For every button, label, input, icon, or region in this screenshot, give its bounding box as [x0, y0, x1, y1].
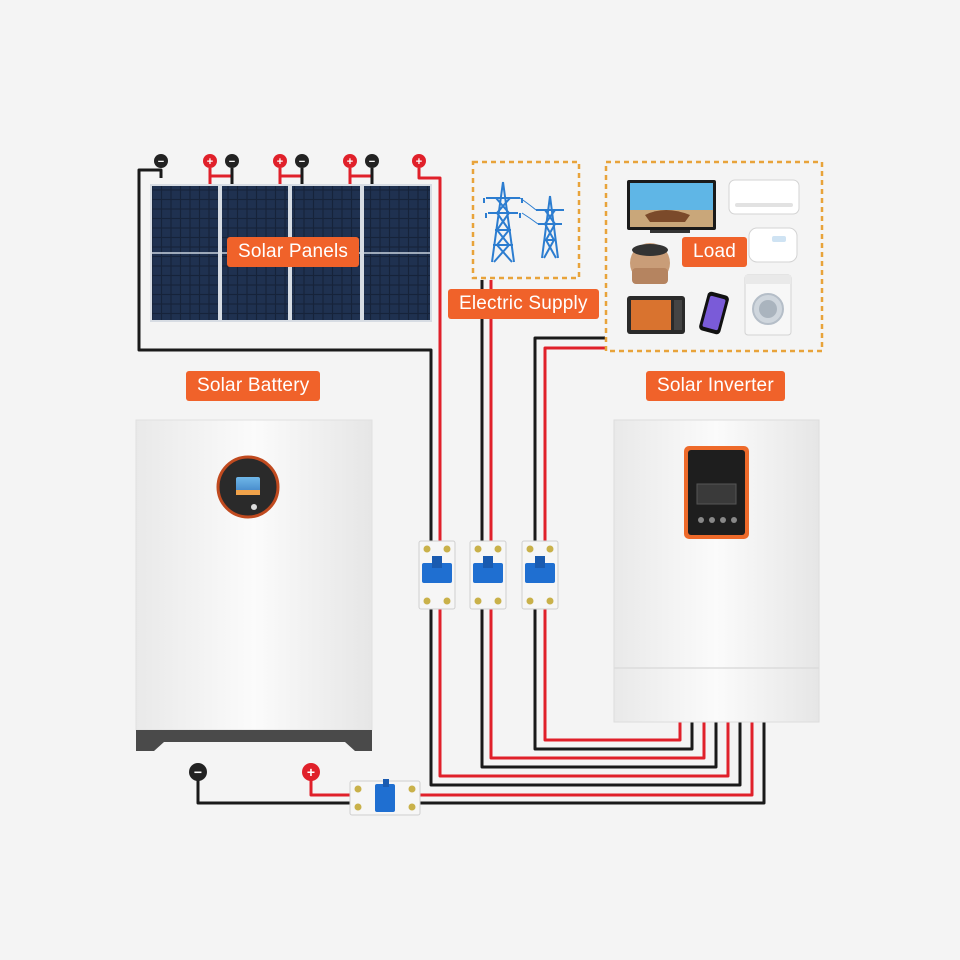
svg-text:+: + [277, 156, 283, 168]
circuit-breaker-icon [418, 540, 456, 610]
circuit-breaker-icon [349, 779, 421, 816]
svg-text:−: − [158, 156, 164, 168]
inverter-display [684, 446, 749, 539]
load-label: Load [682, 237, 748, 267]
terminal-positive: + [412, 154, 426, 168]
solar-panels-label: Solar Panels [227, 237, 360, 267]
washing-machine-icon [744, 274, 792, 336]
electric-supply-box [471, 160, 581, 280]
solar-panel-array [150, 184, 432, 322]
terminal-negative: − [154, 154, 168, 168]
circuit-breaker-icon [521, 540, 559, 610]
load-box [604, 160, 824, 353]
svg-text:−: − [194, 764, 202, 780]
solar-battery-label: Solar Battery [186, 371, 321, 401]
wiring [137, 168, 766, 805]
terminal-positive: + [273, 154, 287, 168]
smartphone-icon [699, 291, 729, 335]
svg-text:+: + [347, 156, 353, 168]
solar-panel-icon [362, 184, 432, 322]
svg-text:−: − [369, 156, 375, 168]
svg-text:+: + [207, 156, 213, 168]
solar-battery-unit: − + [135, 419, 373, 781]
terminal-negative: − [189, 763, 207, 781]
microwave-oven-icon [627, 296, 685, 334]
terminal-positive: + [203, 154, 217, 168]
power-tower-icon [483, 181, 564, 263]
solar-inverter-unit [613, 419, 820, 723]
electric-supply-label: Electric Supply [448, 289, 599, 319]
terminal-negative: − [225, 154, 239, 168]
battery-display [216, 455, 280, 519]
svg-text:−: − [229, 156, 235, 168]
terminal-positive: + [302, 763, 320, 781]
terminal-negative: − [365, 154, 379, 168]
water-heater-icon [748, 227, 798, 263]
breaker-array [349, 540, 559, 816]
terminal-positive: + [343, 154, 357, 168]
circuit-breaker-icon [469, 540, 507, 610]
solar-inverter-label: Solar Inverter [646, 371, 785, 401]
panel-terminals: − + − + − + − + [154, 154, 426, 168]
svg-text:+: + [307, 764, 315, 780]
rice-cooker-icon [630, 243, 670, 284]
solar-panel-icon [150, 184, 220, 322]
svg-text:−: − [299, 156, 305, 168]
air-conditioner-icon [728, 179, 800, 215]
terminal-negative: − [295, 154, 309, 168]
svg-text:+: + [416, 156, 422, 168]
television-icon [627, 180, 716, 233]
